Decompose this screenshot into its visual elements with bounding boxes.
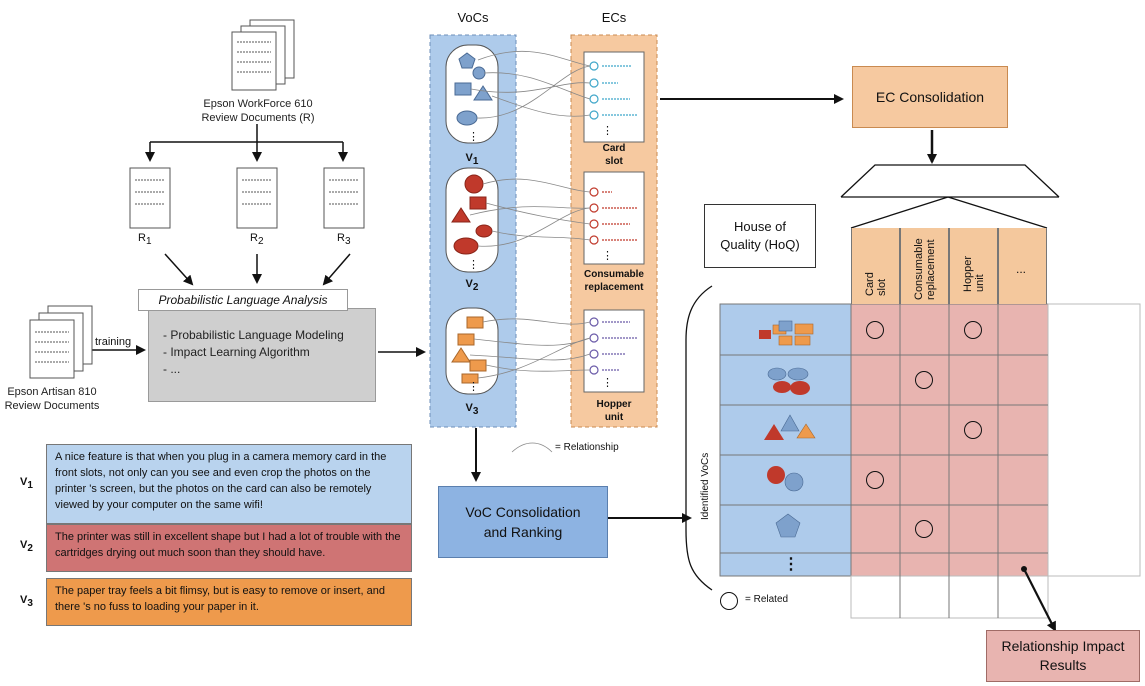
v2-label: V2: [465, 278, 479, 294]
r1-label: R1: [138, 232, 152, 248]
training-label: training: [95, 336, 132, 348]
voc-consolidation-box: VoC Consolidation and Ranking: [438, 486, 608, 558]
hoq-title-line1: House of: [733, 219, 787, 234]
v2-shapes: [451, 174, 493, 255]
review-v1-text: A nice feature is that when you plug in …: [46, 444, 412, 524]
row5-icons: [775, 513, 801, 538]
relationship-curves: [469, 50, 591, 379]
voc-consolidation-line1: VoC Consolidation: [465, 504, 581, 520]
artisan-doc-stack: [29, 305, 93, 379]
related-circle: [915, 520, 933, 538]
workforce-doc-stack: [231, 19, 295, 91]
results-box: Relationship Impact Results: [986, 630, 1140, 682]
related-circle: [964, 320, 982, 339]
split-docs: [129, 167, 365, 229]
review-v3-text: The paper tray feels a bit flimsy, but i…: [46, 578, 412, 626]
ec-panels: [583, 51, 645, 393]
hoq-title: House of Quality (HoQ): [704, 204, 816, 268]
artisan-label-line1: Epson Artisan 810: [7, 386, 97, 398]
rows-brace: [685, 285, 713, 591]
relationship-legend-curve: [511, 442, 553, 453]
ec-consolidation-box: EC Consolidation: [852, 66, 1008, 128]
ecs-title: ECs: [601, 10, 627, 25]
row2-icons: [767, 367, 810, 395]
ec1-more: ⋮: [602, 125, 613, 137]
voc-consolidation-line2: and Ranking: [483, 524, 563, 540]
more-rows-marker: ⋮: [783, 556, 799, 573]
v1-more: ⋮: [468, 131, 479, 143]
analysis-item: - Probabilistic Language Modeling: [163, 328, 344, 342]
review-v2-text: The printer was still in excellent shape…: [46, 524, 412, 572]
analysis-item: - ...: [163, 362, 181, 376]
related-circle: [866, 320, 884, 339]
analysis-title: Probabilistic Language Analysis: [138, 289, 348, 311]
review-v1-label: V1: [20, 476, 33, 492]
relationship-legend: = Relationship: [555, 442, 619, 453]
v3-shapes: [451, 316, 487, 384]
workforce-label-line2: Review Documents (R): [201, 112, 315, 124]
row3-icons: [764, 414, 816, 440]
analysis-box: - Probabilistic Language Modeling - Impa…: [148, 308, 376, 402]
hoq-col-more: ...: [998, 228, 1047, 304]
analysis-item: - Impact Learning Algorithm: [163, 345, 310, 359]
r2-label: R2: [250, 232, 264, 248]
related-circle: [866, 471, 884, 489]
row4-icons: [767, 466, 804, 492]
ec2-more: ⋮: [602, 250, 613, 262]
hoq-roof: [840, 164, 1060, 229]
artisan-label-line2: Review Documents: [4, 400, 100, 412]
r3-label: R3: [337, 232, 351, 248]
v3-label: V3: [465, 402, 479, 418]
artisan-doc-label: Epson Artisan 810 Review Documents: [0, 385, 104, 413]
v1-label: V1: [465, 152, 479, 168]
row1-icons: [759, 320, 814, 346]
review-v3-label: V3: [20, 594, 33, 610]
identified-vocs-label: Identified VoCs: [700, 452, 711, 520]
workforce-doc-label: Epson WorkForce 610 Review Documents (R): [196, 97, 320, 125]
related-circle: [915, 371, 933, 389]
v3-more: ⋮: [468, 381, 479, 393]
related-legend: = Related: [745, 594, 789, 605]
results-line2: Results: [1039, 657, 1087, 673]
results-line1: Relationship Impact: [1001, 638, 1125, 654]
related-circle: [964, 421, 982, 439]
hoq-title-line2: Quality (HoQ): [720, 237, 800, 252]
v2-more: ⋮: [468, 259, 479, 271]
review-v2-label: V2: [20, 539, 33, 555]
ec3-more: ⋮: [602, 377, 613, 389]
v1-shapes: [454, 52, 493, 126]
vocs-title: VoCs: [457, 10, 489, 25]
workforce-label-line1: Epson WorkForce 610: [203, 98, 313, 110]
related-legend-circle: [720, 592, 738, 610]
